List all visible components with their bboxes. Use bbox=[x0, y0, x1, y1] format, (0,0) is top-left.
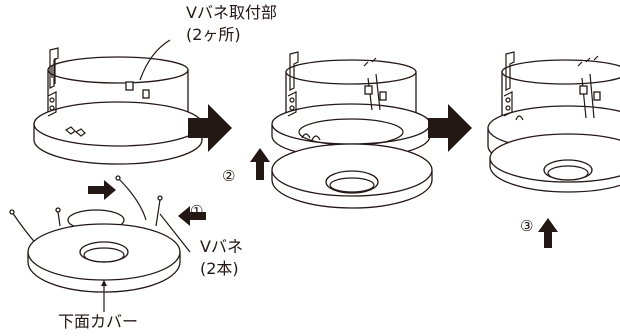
housing-figure-1 bbox=[33, 39, 203, 165]
arrow-right-2 bbox=[428, 104, 472, 152]
housing-figure-3 bbox=[487, 51, 620, 193]
push-arrow-step1 bbox=[178, 206, 206, 226]
arrow-up-step2 bbox=[250, 148, 270, 180]
v-spring-mount-label: Vバネ取付部 bbox=[186, 3, 277, 22]
step-3-label: ③ bbox=[520, 217, 534, 235]
arrow-right-1 bbox=[188, 104, 232, 152]
v-spring-count: (2本) bbox=[200, 259, 239, 278]
step-1-label: ① bbox=[190, 202, 204, 220]
lower-cover-label: 下面カバー bbox=[58, 312, 139, 331]
housing-figure-2 bbox=[271, 51, 433, 209]
v-spring-label: Vバネ bbox=[200, 237, 243, 256]
push-arrow-left bbox=[88, 180, 116, 200]
step-2-label: ② bbox=[222, 167, 236, 185]
arrow-up-step3 bbox=[538, 218, 558, 248]
lower-cover-figure bbox=[9, 175, 191, 312]
v-spring-mount-count: (2ヶ所) bbox=[186, 25, 241, 44]
